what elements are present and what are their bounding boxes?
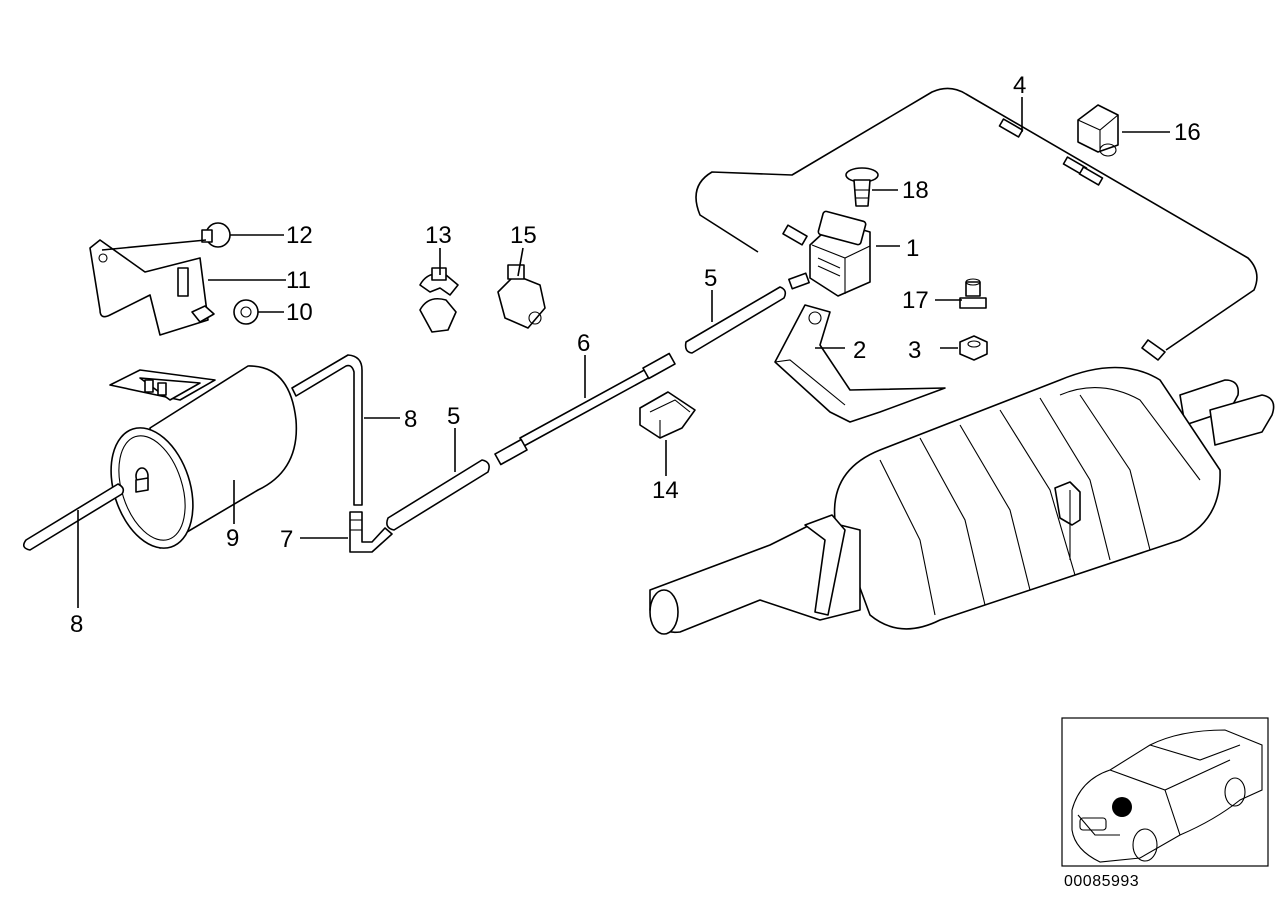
callout-11: 11	[286, 267, 311, 294]
clip-part-13[interactable]	[419, 267, 459, 333]
valve-part-1[interactable]	[782, 210, 871, 297]
callout-10: 10	[286, 299, 313, 326]
bracket-part-11[interactable]	[89, 239, 215, 336]
callout-5-lower: 5	[447, 403, 460, 430]
hose-part-8-lower[interactable]	[22, 483, 125, 551]
holder-part-16[interactable]	[1077, 104, 1119, 157]
callout-14: 14	[652, 477, 679, 504]
bolt-part-17[interactable]	[959, 278, 987, 309]
rivet-part-18[interactable]	[845, 167, 879, 207]
nut-part-10[interactable]	[233, 299, 259, 325]
exhaust-muffler	[649, 366, 1275, 635]
line-part-6[interactable]	[494, 352, 676, 466]
callout-9: 9	[226, 525, 239, 552]
callout-18: 18	[902, 177, 929, 204]
car-outline	[1071, 729, 1263, 863]
callout-13: 13	[425, 222, 452, 249]
callout-12: 12	[286, 222, 313, 249]
connector-part-7[interactable]	[349, 511, 393, 553]
hose-part-5-upper[interactable]	[684, 286, 787, 354]
callout-1: 1	[906, 235, 919, 262]
bracket-part-2[interactable]	[774, 304, 946, 423]
callout-2: 2	[853, 337, 866, 364]
bolt-part-12[interactable]	[201, 222, 231, 248]
callout-4: 4	[1013, 72, 1026, 99]
leader-lines	[77, 97, 1170, 608]
diagram-reference-number: 00085993	[1064, 873, 1139, 890]
hose-part-8-upper[interactable]	[291, 354, 363, 506]
location-inset: 00085993	[1061, 717, 1269, 890]
callout-8-lower: 8	[70, 611, 83, 638]
clip-part-14[interactable]	[639, 391, 696, 439]
callout-5-upper: 5	[704, 265, 717, 292]
vacuum-line-part-4[interactable]	[695, 87, 1258, 361]
canister-part-9[interactable]	[97, 365, 298, 559]
callout-17: 17	[902, 287, 929, 314]
callout-15: 15	[510, 222, 537, 249]
callout-labels: 1 2 3 4 5 5 6 7 8 8 9 10 11 12 13 14 15 …	[70, 72, 1201, 638]
callout-3: 3	[908, 337, 921, 364]
clip-part-15[interactable]	[497, 264, 546, 329]
location-marker	[1112, 797, 1132, 817]
callout-16: 16	[1174, 119, 1201, 146]
callout-7: 7	[280, 526, 293, 553]
hose-part-5-lower[interactable]	[386, 459, 490, 531]
callout-8-upper: 8	[404, 406, 417, 433]
callout-6: 6	[577, 330, 590, 357]
nut-part-3[interactable]	[959, 335, 988, 361]
